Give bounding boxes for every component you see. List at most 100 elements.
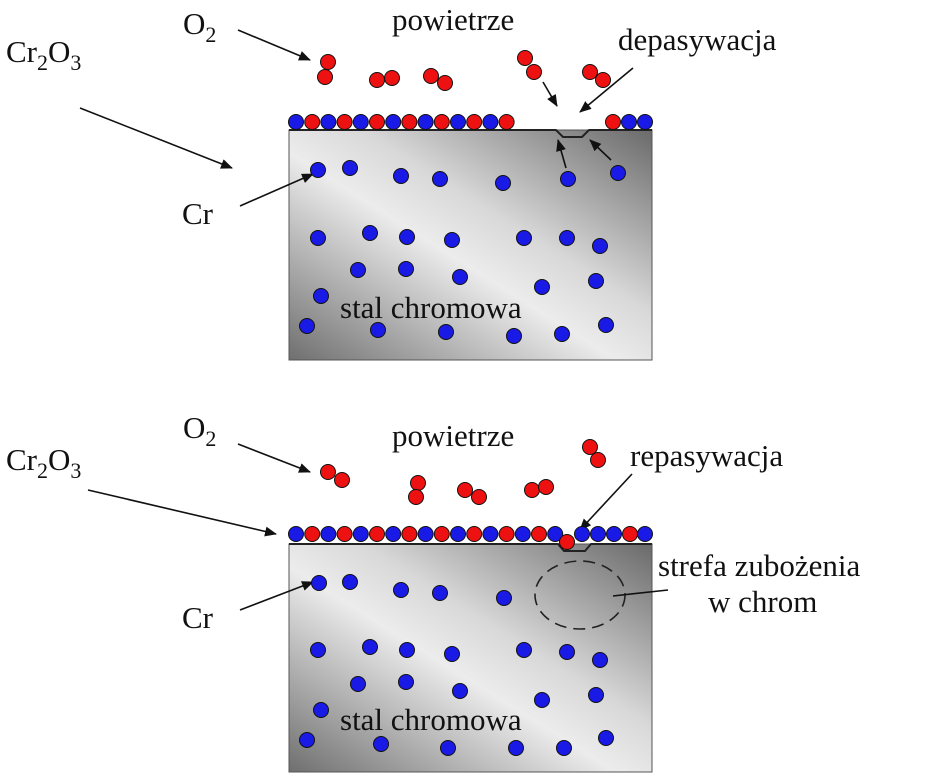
o-atom [605,114,621,130]
o-atom [582,439,598,455]
cr-atom [496,590,512,606]
cr-atom [299,318,315,334]
o-atom [384,70,400,86]
o-atom [498,526,515,542]
cr-atom [320,526,337,542]
panel-depassivation: Cr2O3 O2 powietrze depasywacja Cr stal c… [6,2,777,361]
zone-label-line2: w chrom [708,584,817,619]
cr-atom [574,526,590,542]
cr-atom [393,582,409,598]
surface-line [289,543,652,552]
cr-atom [350,262,366,278]
o-atom [433,114,450,130]
o-atom [526,64,542,80]
o-atom [336,114,353,130]
cr-atom [560,171,576,187]
cr-atom [482,114,499,130]
cr-atom [432,585,448,601]
o-atom [524,482,540,498]
o-atom [466,526,483,542]
o-atom [401,114,418,130]
cr-atom [495,175,511,191]
cr-atom [559,644,575,660]
cr-atom [637,526,653,542]
cr-label: Cr [182,600,214,635]
o-atom [410,475,426,491]
cr-atom [444,646,460,662]
o-atom [457,482,473,498]
o-atom [531,526,547,542]
cr-atom [554,326,570,342]
cr-atom [310,642,326,658]
o-atom [559,534,575,550]
o-atom [334,472,350,488]
o-atom [320,464,336,480]
cr-atom [450,526,466,542]
cr-atom [393,168,409,184]
cr-atom [516,230,532,246]
arrow-oxide [79,107,233,169]
cr-atom [452,269,468,285]
cr-atom [350,676,366,692]
cr-atom [398,674,414,690]
o-atom [320,54,336,70]
cr-atom [592,238,608,254]
cr-atom [508,740,524,756]
o-atom [304,114,321,130]
cr-atom [385,526,402,542]
cr-atom [610,165,626,181]
oxide-label: Cr2O3 [6,442,81,483]
o-atom [538,479,554,495]
atoms-group [288,439,653,756]
cr-atom [362,225,378,241]
cr-atom [590,526,606,542]
cr-atom [352,114,369,130]
cr-atom [342,160,358,176]
cr-atom [556,740,572,756]
cr-atom [370,322,386,338]
o-atom [336,526,353,542]
o-atom [369,526,385,542]
zone-pointer [612,589,669,597]
cr-atom [438,324,454,340]
cr-atom [310,162,326,178]
cr-atom [637,114,653,130]
arrow-o2 [237,29,311,61]
o-atom [590,452,606,468]
steel-label: stal chromowa [340,290,522,325]
cr-atom [440,740,456,756]
o-atom [622,526,638,542]
process-label: repasywacja [630,438,783,473]
cr-atom [598,730,614,746]
arrow-cr-up-1 [556,139,567,169]
cr-atom [373,736,389,752]
cr-atom [299,732,315,748]
cr-atom [534,279,550,295]
cr-atom [547,526,564,542]
oxide-label: Cr2O3 [6,34,81,75]
o-atom [401,526,418,542]
cr-atom [516,642,532,658]
cr-atom [320,114,337,130]
o-atom [471,489,487,505]
cr-atom [588,273,604,289]
arrow-process [579,67,634,113]
panel-repassivation: Cr2O3 O2 powietrze repasywacja Cr stal c… [6,410,860,773]
cr-atom [559,230,575,246]
air-label: powietrze [392,418,514,453]
arrow-process [579,473,633,531]
cr-atom [592,652,608,668]
o-atom [304,526,321,542]
o-atom [466,114,483,130]
process-label: depasywacja [618,22,777,57]
cr-atom [482,526,499,542]
o-atom [433,526,450,542]
cr-atom [342,574,358,590]
cr-atom [417,526,434,542]
steel-label: stal chromowa [340,702,522,737]
cr-atom [432,171,448,187]
cr-atom [606,526,622,542]
atoms-group [288,50,653,344]
zone-label-line1: strefa zubożenia [658,548,860,583]
